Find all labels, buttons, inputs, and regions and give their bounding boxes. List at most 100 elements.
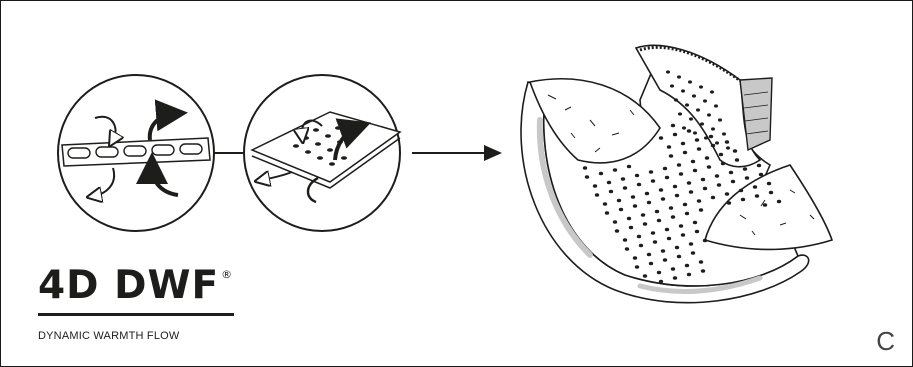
perforation-dot bbox=[763, 203, 767, 207]
perforation-dot bbox=[637, 183, 641, 187]
perforation-dot bbox=[704, 136, 708, 139]
perforation-dot bbox=[671, 215, 675, 219]
brand-logo: 4D DWF® bbox=[38, 266, 233, 305]
perforation-dot bbox=[633, 204, 637, 208]
perforation-dot bbox=[735, 158, 739, 162]
perforation-dot bbox=[655, 210, 659, 214]
perforation-dot bbox=[679, 224, 683, 228]
perforation-dot bbox=[755, 194, 759, 198]
perforation-dot bbox=[667, 237, 671, 241]
perforation-dot bbox=[623, 238, 627, 242]
perforation-dot bbox=[659, 280, 663, 284]
corner-label: C bbox=[876, 326, 895, 357]
perforation-dot bbox=[707, 165, 711, 169]
perforated-bootie-icon bbox=[521, 45, 832, 302]
perforation-dot bbox=[607, 181, 611, 185]
perforation-dot bbox=[659, 136, 663, 140]
perforation-dot bbox=[689, 190, 693, 194]
perforation-dot bbox=[605, 211, 609, 215]
perforation-dot bbox=[627, 217, 631, 221]
perforation-dot bbox=[685, 264, 689, 268]
perforation-dot bbox=[697, 147, 701, 151]
perforation-dot bbox=[615, 229, 619, 233]
perforation-dot bbox=[647, 201, 651, 205]
perforation-dot bbox=[675, 194, 679, 198]
perforation-dot bbox=[721, 162, 725, 166]
perforation-dot bbox=[657, 219, 661, 223]
perforation-dot bbox=[661, 249, 665, 253]
perforation-dot bbox=[683, 203, 687, 207]
perforation-dot bbox=[681, 142, 685, 146]
perforation-dot bbox=[700, 122, 704, 125]
perforation-dot bbox=[682, 126, 686, 129]
perforation-dot bbox=[695, 138, 699, 142]
perforation-dot bbox=[709, 135, 713, 139]
perforation-dot bbox=[717, 183, 721, 187]
perforation-dot bbox=[631, 195, 635, 199]
perforation-dot bbox=[695, 230, 699, 234]
perforation-dot bbox=[711, 127, 715, 130]
perforation-dot bbox=[659, 188, 663, 192]
perforation-dot bbox=[663, 167, 667, 171]
perforation-dot bbox=[678, 112, 682, 115]
perforation-dot bbox=[683, 151, 687, 155]
perforation-dot bbox=[733, 149, 737, 153]
perforation-dot bbox=[726, 146, 730, 149]
perforation-dot bbox=[711, 144, 715, 148]
logo-underline bbox=[38, 313, 234, 316]
perforation-dot bbox=[710, 90, 714, 93]
perforation-dot bbox=[653, 240, 657, 244]
perforation-dot bbox=[685, 212, 689, 216]
perforation-dot bbox=[729, 171, 733, 175]
perforation-dot bbox=[657, 271, 661, 275]
perforation-dot bbox=[665, 228, 669, 232]
perforation-dot bbox=[707, 113, 711, 116]
perforation-dot bbox=[693, 221, 697, 225]
perforation-dot bbox=[725, 140, 729, 144]
perforation-dot bbox=[627, 165, 631, 169]
perforation-dot bbox=[745, 176, 749, 180]
perforation-dot bbox=[673, 276, 677, 280]
arrow-right-icon bbox=[412, 145, 502, 161]
perforation-dot bbox=[715, 141, 719, 144]
perforation-dot bbox=[613, 220, 617, 224]
perforated-layer-circle-icon bbox=[244, 75, 400, 231]
perforation-dot bbox=[711, 196, 715, 200]
perforation-dot bbox=[703, 239, 707, 243]
perforation-dot bbox=[681, 233, 685, 237]
perforation-dot bbox=[617, 199, 621, 203]
perforation-dot bbox=[687, 181, 691, 185]
perforation-dot bbox=[757, 164, 761, 168]
perforation-dot bbox=[645, 192, 649, 196]
logo-text: 4D DWF bbox=[38, 263, 219, 308]
perforation-dot bbox=[703, 187, 707, 191]
trademark-symbol: ® bbox=[221, 268, 233, 281]
perforation-dot bbox=[649, 262, 653, 266]
perforation-dot bbox=[722, 132, 726, 135]
perforation-dot bbox=[677, 255, 681, 259]
perforation-dot bbox=[673, 185, 677, 189]
perforation-dot bbox=[677, 75, 681, 78]
perforation-dot bbox=[703, 99, 707, 102]
perforation-dot bbox=[629, 226, 633, 230]
perforation-dot bbox=[688, 80, 692, 83]
perforation-dot bbox=[679, 172, 683, 176]
perforation-dot bbox=[637, 235, 641, 239]
perforation-dot bbox=[641, 213, 645, 217]
perforation-dot bbox=[687, 273, 691, 277]
perforation-dot bbox=[689, 242, 693, 246]
perforation-dot bbox=[670, 84, 674, 87]
perforation-dot bbox=[651, 231, 655, 235]
perforation-dot bbox=[669, 154, 673, 158]
perforation-dot bbox=[777, 200, 781, 204]
perforation-dot bbox=[727, 201, 731, 205]
perforation-dot bbox=[595, 193, 599, 197]
perforation-dot bbox=[739, 189, 743, 193]
perforation-dot bbox=[671, 267, 675, 271]
perforation-dot bbox=[759, 173, 763, 177]
perforation-dot bbox=[674, 98, 678, 101]
perforation-dot bbox=[689, 117, 693, 120]
perforation-dot bbox=[651, 179, 655, 183]
perforation-dot bbox=[643, 222, 647, 226]
perforation-dot bbox=[671, 124, 675, 128]
